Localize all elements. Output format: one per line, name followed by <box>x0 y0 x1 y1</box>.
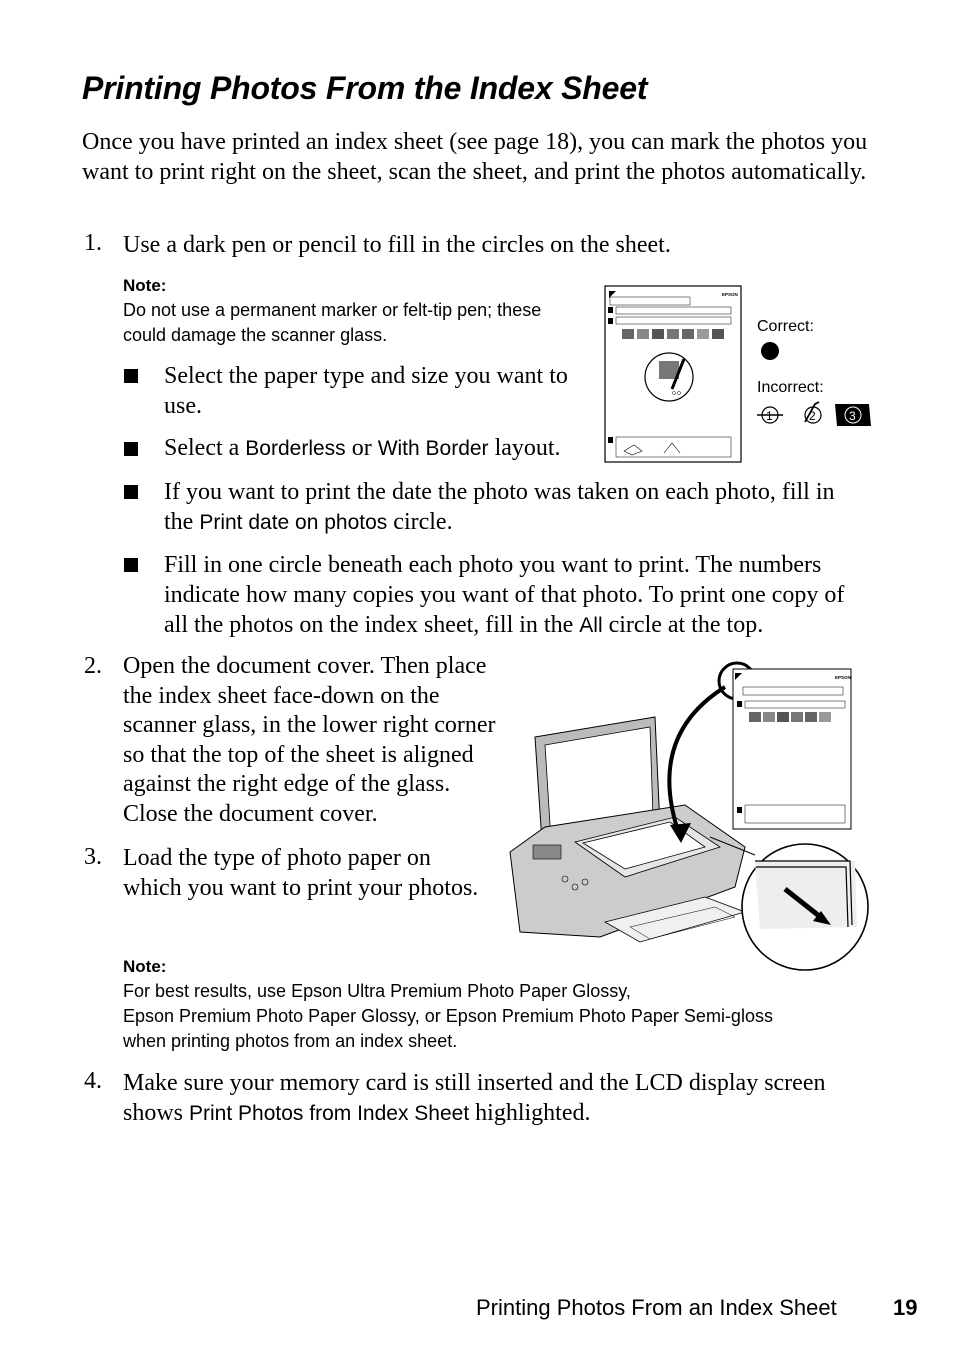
note-text: For best results, use Epson Ultra Premiu… <box>123 981 773 1051</box>
bullet-paper-type: Select the paper type and size you want … <box>164 363 568 419</box>
ui-term-print-photos-index: Print Photos from Index Sheet <box>189 1102 470 1125</box>
page-title: Printing Photos From the Index Sheet <box>82 70 648 106</box>
svg-text:1: 1 <box>766 409 773 423</box>
note-heading: Note: <box>123 276 167 295</box>
sheet-brand: EPSON <box>835 675 851 680</box>
svg-text:2: 2 <box>809 409 816 423</box>
step-number: 3. <box>84 844 102 870</box>
ui-term-borderless: Borderless <box>245 437 346 460</box>
page-number: 19 <box>893 1295 918 1320</box>
step-number: 4. <box>84 1068 102 1094</box>
scanner-illustration: EPSON <box>505 657 875 972</box>
step-text: Open the document cover. Then place the … <box>123 653 496 827</box>
bullet-marker <box>124 558 138 572</box>
correct-label: Correct: <box>757 318 814 335</box>
step-text: Use a dark pen or pencil to fill in the … <box>123 232 671 258</box>
footer-section-title: Printing Photos From an Index Sheet <box>476 1295 837 1320</box>
intro-paragraph: Once you have printed an index sheet (se… <box>82 129 868 185</box>
step-number: 2. <box>84 653 102 679</box>
ui-term-with-border: With Border <box>377 437 489 460</box>
note-text: Do not use a permanent marker or felt-ti… <box>123 300 542 345</box>
ui-term-all: All <box>579 614 603 637</box>
step-text: Load the type of photo paper on which yo… <box>123 845 479 901</box>
svg-text:3: 3 <box>849 409 856 423</box>
incorrect-marks-icon: 1 2 3 <box>757 400 877 430</box>
note-heading: Note: <box>123 957 167 976</box>
filled-circle-icon <box>761 342 779 360</box>
bullet-marker <box>124 485 138 499</box>
bullet-layout: Select a Borderless or With Border layou… <box>164 435 561 461</box>
bullet-print-date: If you want to print the date the photo … <box>164 479 835 535</box>
incorrect-label: Incorrect: <box>757 379 824 396</box>
bullet-marker <box>124 369 138 383</box>
bullet-marker <box>124 442 138 456</box>
ui-term-print-date: Print date on photos <box>199 511 388 534</box>
index-sheet-illustration: EPSON <box>604 285 744 465</box>
bullet-fill-circles: Fill in one circle beneath each photo yo… <box>164 552 845 638</box>
step-text: Make sure your memory card is still inse… <box>123 1070 826 1126</box>
step-number: 1. <box>84 230 102 256</box>
sheet-brand: EPSON <box>722 292 738 297</box>
